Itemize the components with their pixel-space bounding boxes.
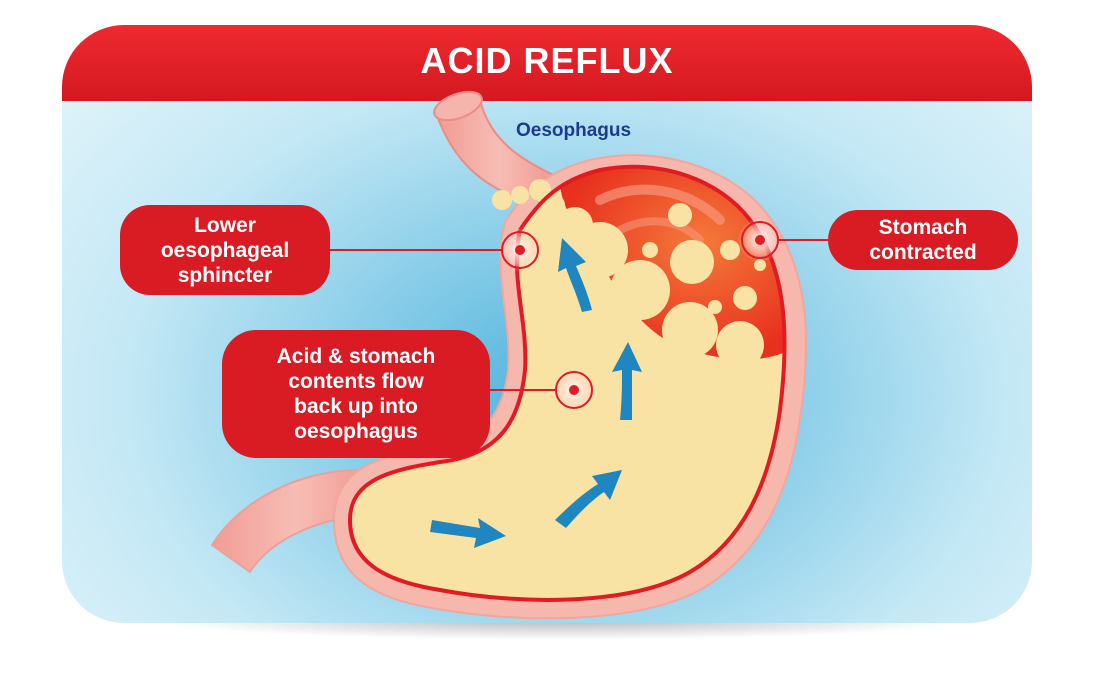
flow-label-line: Acid & stomach: [276, 345, 436, 368]
flow-label-line: contents flow: [288, 370, 424, 393]
reflux-foam: [492, 179, 565, 215]
oesophagus-opening: [433, 90, 483, 122]
sphincter-label-line: Lower: [194, 214, 256, 237]
label-box-stomach: [828, 210, 1018, 270]
sphincter-label-line: oesophageal: [160, 239, 290, 262]
label-box-flow: [222, 330, 490, 458]
sphincter-label-line: sphincter: [177, 264, 273, 287]
flow-arrows: [430, 238, 642, 548]
arrow-icon: [612, 342, 642, 420]
marker-sphincter: [330, 228, 542, 272]
arrow-icon: [558, 238, 592, 312]
oesophagus-label: Oesophagus: [516, 120, 632, 141]
flow-label-line: back up into: [294, 395, 418, 418]
sphincter-label: Lower oesophageal sphincter: [120, 213, 330, 288]
label-box-sphincter: [120, 205, 330, 295]
flow-label: Acid & stomach contents flow back up int…: [222, 344, 490, 444]
marker-flow: [490, 368, 596, 412]
stomach-label-line: contracted: [869, 241, 977, 264]
stomach-lining: [347, 164, 787, 602]
flow-label-line: oesophagus: [294, 420, 418, 443]
arrow-icon: [430, 518, 506, 548]
title-banner: [62, 25, 1032, 101]
marker-stomach: [738, 218, 828, 262]
stomach-label-line: Stomach: [878, 216, 968, 239]
arrow-icon: [555, 470, 622, 528]
stomach-label: Stomach contracted: [828, 215, 1018, 265]
diagram-title: ACID REFLUX: [420, 40, 674, 81]
